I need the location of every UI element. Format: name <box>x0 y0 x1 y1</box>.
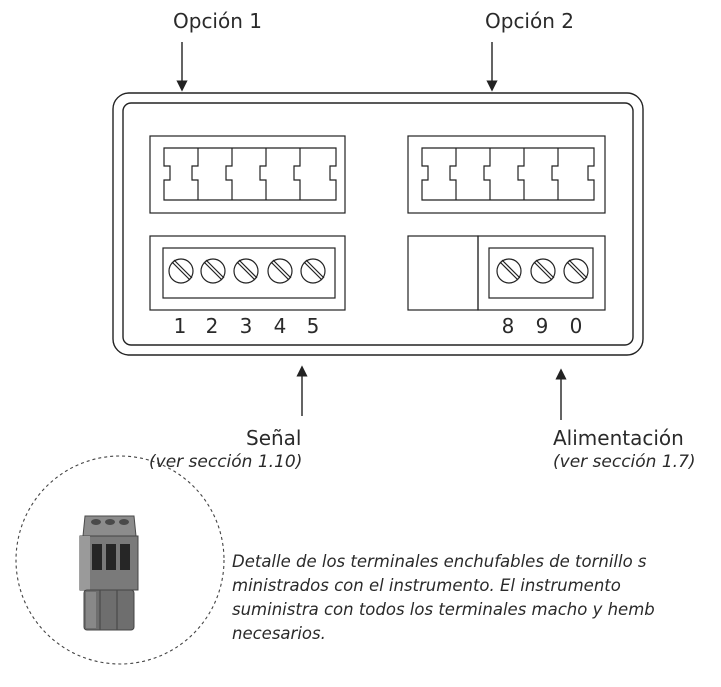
option-2-label: Opción 2 <box>485 9 574 33</box>
signal-terminal-screws <box>168 258 326 284</box>
terminal-number: 3 <box>240 314 253 338</box>
signal-ref: (ver sección 1.10) <box>149 452 303 472</box>
detail-circle <box>15 455 225 665</box>
power-blank-area <box>407 235 479 311</box>
screw-5 <box>300 258 326 284</box>
option-2-connector-block <box>407 135 606 214</box>
detail-line: suministra con todos los terminales mach… <box>232 600 655 619</box>
detail-line: Detalle de los terminales enchufables de… <box>232 552 647 571</box>
screw-8 <box>496 258 522 284</box>
terminal-number: 8 <box>502 314 515 338</box>
power-terminal-screws <box>496 258 589 284</box>
screw-0 <box>563 258 589 284</box>
power-terminal-block <box>477 235 606 311</box>
power-ref: (ver sección 1.7) <box>553 452 696 472</box>
option-1-label: Opción 1 <box>173 9 262 33</box>
signal-terminal-strip <box>162 247 336 299</box>
option-1-connector-block <box>149 135 346 214</box>
screw-4 <box>267 258 293 284</box>
terminal-number: 1 <box>174 314 187 338</box>
screw-2 <box>200 258 226 284</box>
terminal-number: 0 <box>570 314 583 338</box>
enclosure-inner <box>122 102 634 346</box>
power-label: Alimentación <box>553 426 684 450</box>
signal-terminal-block <box>149 235 346 311</box>
option-2-connector <box>421 147 595 201</box>
terminal-number: 2 <box>206 314 219 338</box>
terminal-number: 4 <box>274 314 287 338</box>
detail-line: necesarios. <box>232 624 326 643</box>
screw-9 <box>530 258 556 284</box>
signal-label: Señal <box>246 426 302 450</box>
terminal-number: 5 <box>307 314 320 338</box>
detail-line: ministrados con el instrumento. El instr… <box>232 576 621 595</box>
option-1-connector <box>163 147 337 201</box>
terminal-number: 9 <box>536 314 549 338</box>
detail-text: Detalle de los terminales enchufables de… <box>232 550 721 646</box>
screw-3 <box>233 258 259 284</box>
screw-1 <box>168 258 194 284</box>
enclosure-outer <box>112 92 644 356</box>
power-terminal-strip <box>488 247 594 299</box>
pluggable-terminal-block-image <box>79 515 139 631</box>
